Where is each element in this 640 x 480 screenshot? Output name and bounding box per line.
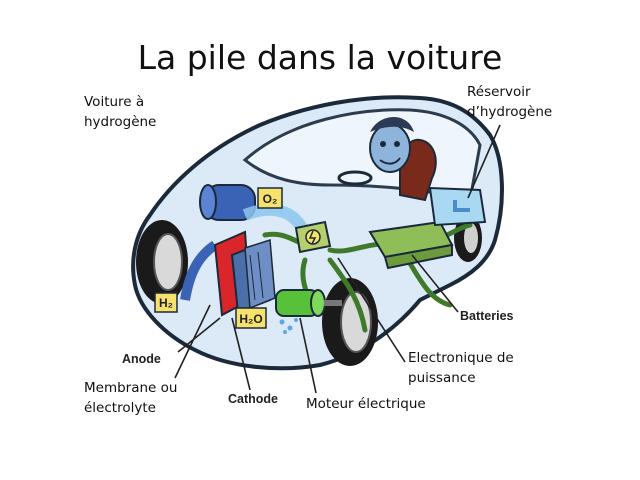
label-anode: Anode (122, 352, 161, 366)
hydrogen-tank (428, 186, 487, 227)
air-flow-arrow (242, 203, 315, 244)
label-membrane-line1: Membrane ou (84, 380, 178, 396)
battery-pack (368, 220, 454, 270)
label-power-electronics-line2: puissance (408, 370, 476, 386)
label-cathode: Cathode (228, 392, 278, 406)
label-hydrogen-car: Voiture à hydrogène (84, 92, 156, 132)
label-power-electronics-line1: Electronique de (408, 350, 514, 366)
label-batteries: Batteries (460, 309, 514, 323)
svg-text:O₂: O₂ (263, 192, 278, 206)
label-membrane: Membrane ou électrolyte (84, 378, 177, 418)
steering-wheel (337, 170, 373, 186)
leader-lines (174, 124, 501, 394)
hydrogen-pipe (180, 240, 218, 301)
o2-tag: O₂ (257, 187, 283, 209)
water-droplets (279, 318, 298, 334)
label-hydrogen-tank-line1: Réservoir (467, 84, 531, 100)
label-hydrogen-car-line2: hydrogène (84, 114, 157, 130)
h2-tag: H₂ (154, 292, 178, 313)
electric-motor (275, 289, 342, 317)
fuel-cell-stack (213, 230, 276, 317)
label-hydrogen-tank: Réservoir d’hydrogène (467, 82, 552, 122)
svg-text:H₂: H₂ (159, 296, 173, 310)
label-electric-motor: Moteur électrique (306, 396, 426, 412)
oxygen-intake (199, 184, 256, 221)
label-power-electronics: Electronique de puissance (408, 348, 514, 388)
power-electronics-box (294, 220, 332, 254)
front-wheel (136, 220, 188, 304)
svg-text:H₂O: H₂O (239, 312, 262, 326)
label-hydrogen-car-line1: Voiture à (84, 94, 145, 110)
driver-figure (369, 117, 437, 202)
h2o-tag: H₂O (235, 307, 267, 329)
slide-title: La pile dans la voiture (137, 38, 503, 77)
label-hydrogen-tank-line2: d’hydrogène (467, 104, 553, 120)
label-membrane-line2: électrolyte (84, 400, 156, 416)
